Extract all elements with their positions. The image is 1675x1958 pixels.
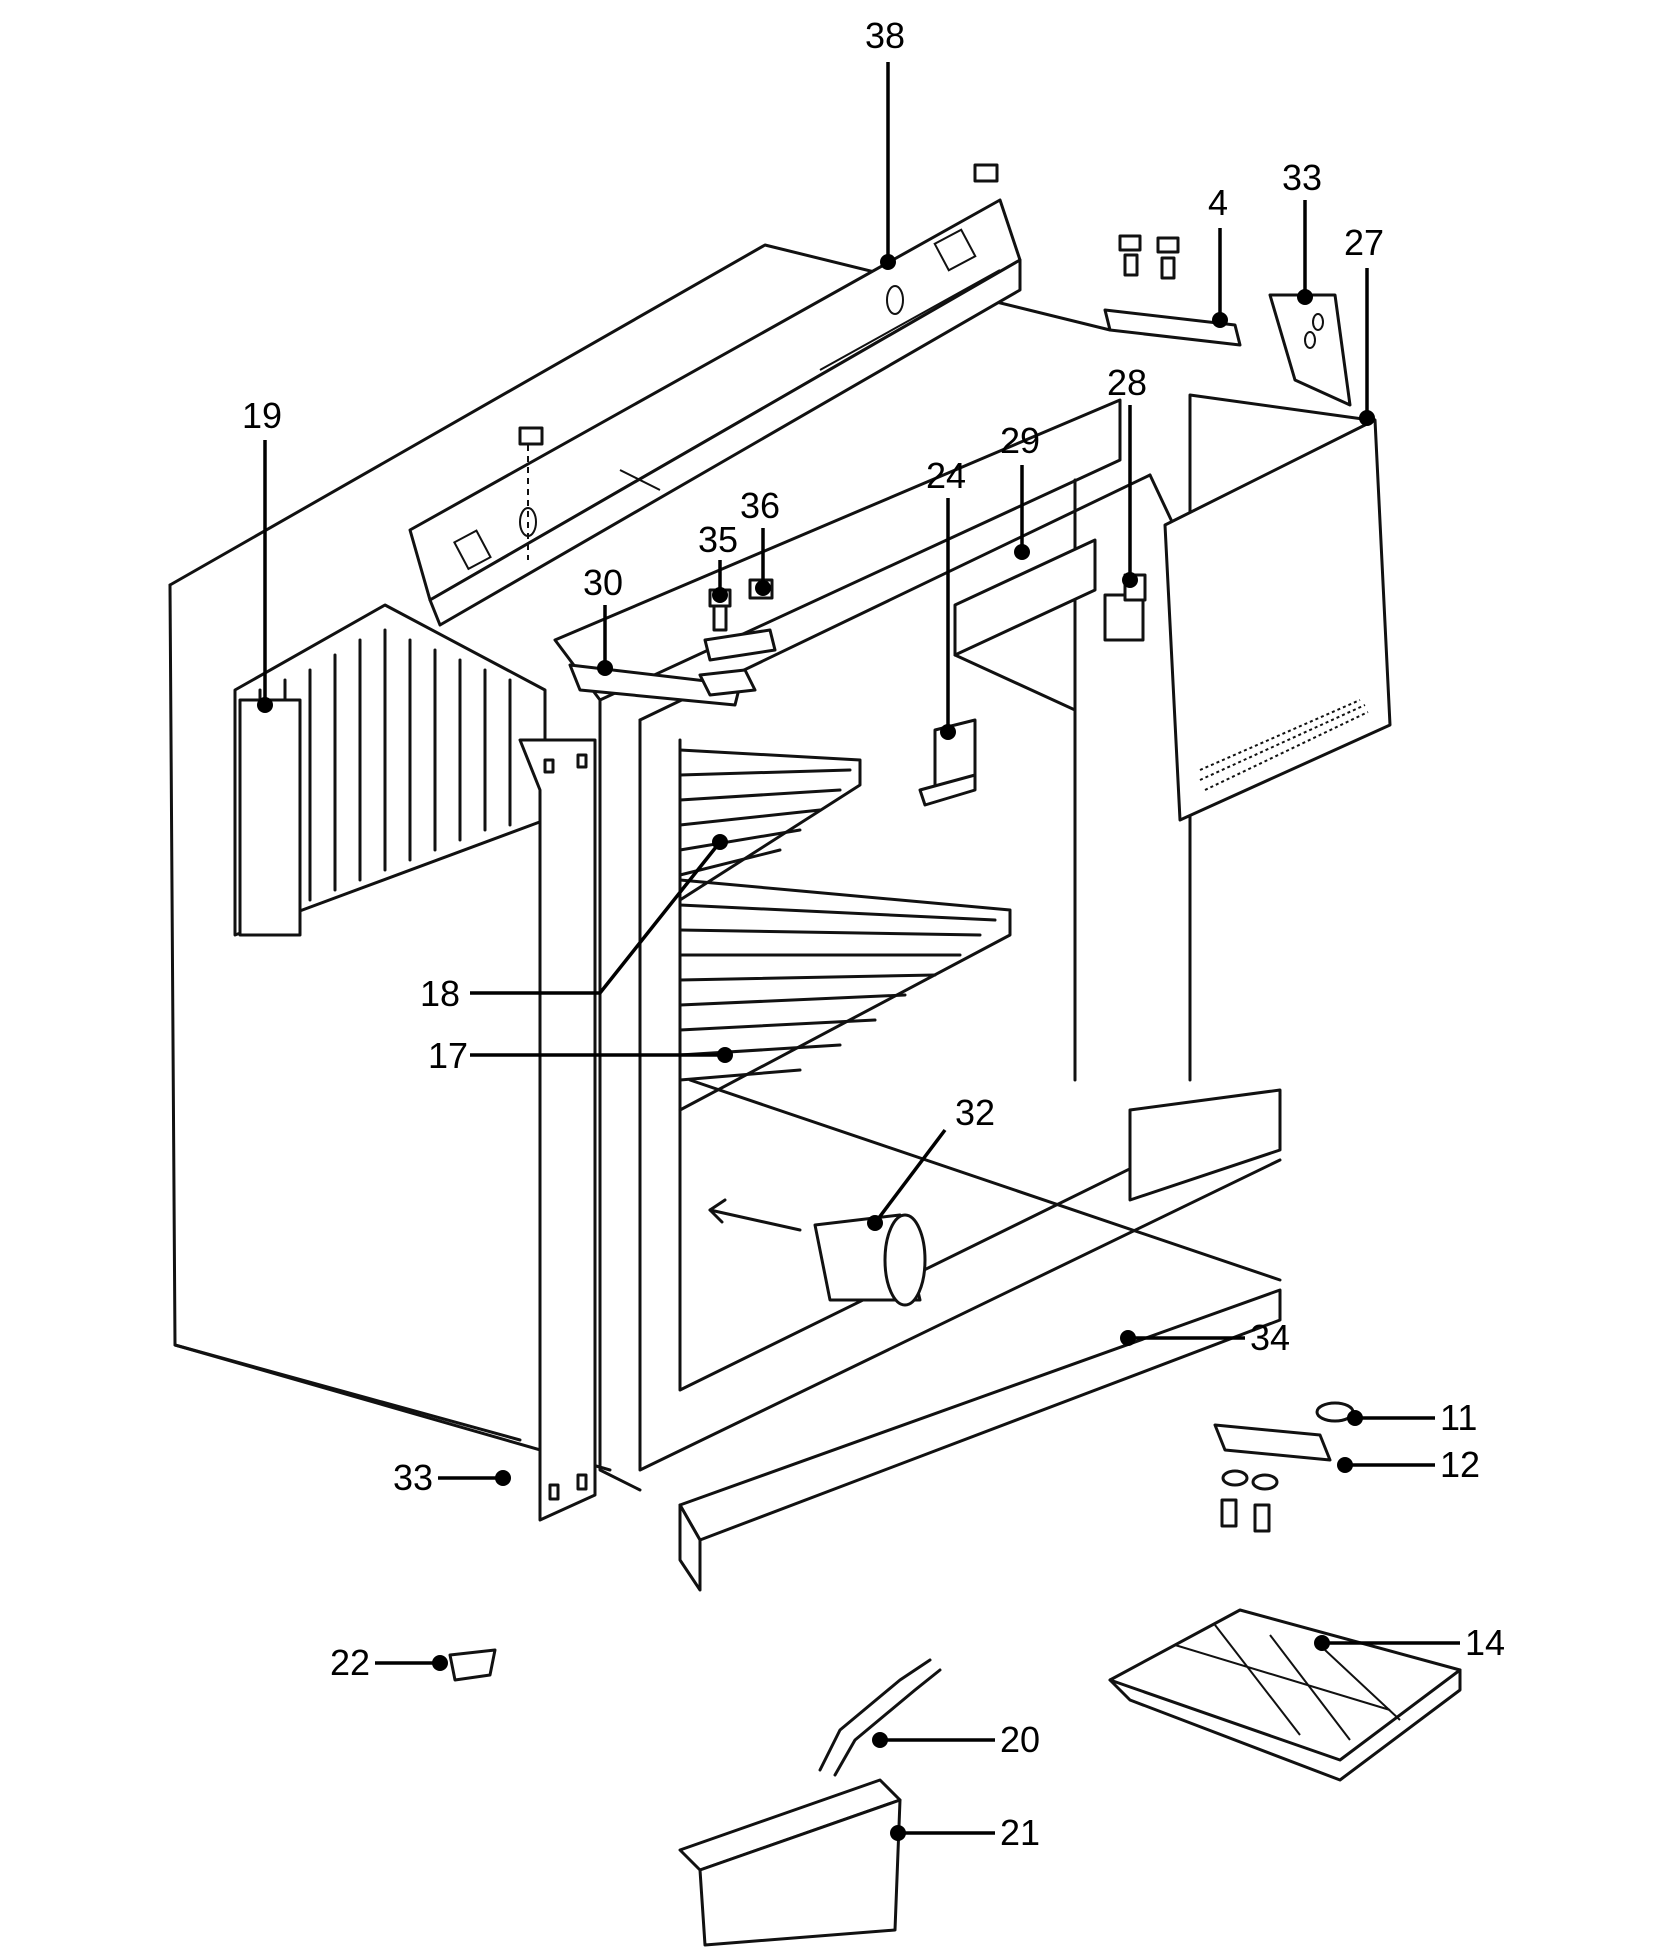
callout-27: 27 [1344, 222, 1384, 426]
callout-20: 20 [872, 1719, 1040, 1760]
label-33-top: 33 [1282, 157, 1322, 198]
label-34: 34 [1250, 1317, 1290, 1358]
callout-18: 18 [420, 834, 728, 1014]
label-24: 24 [926, 455, 966, 496]
label-28: 28 [1107, 362, 1147, 403]
callout-32: 32 [867, 1092, 995, 1231]
label-12: 12 [1440, 1444, 1480, 1485]
label-21: 21 [1000, 1812, 1040, 1853]
callout-35: 35 [698, 519, 738, 603]
small-cap-part [448, 1648, 497, 1682]
label-18: 18 [420, 973, 460, 1014]
label-35: 35 [698, 519, 738, 560]
door-latch [1103, 573, 1147, 642]
callout-21: 21 [890, 1812, 1040, 1853]
center-hinge-plate [568, 663, 757, 707]
callout-36: 36 [740, 485, 780, 596]
callout-29: 29 [1000, 420, 1040, 560]
label-38: 38 [865, 15, 905, 56]
lower-wire-shelf [678, 878, 1012, 1112]
callout-14: 14 [1314, 1622, 1505, 1663]
left-side-rail [518, 738, 597, 1522]
bottom-hinge-plate [1213, 1423, 1332, 1533]
callout-33-bottom: 33 [393, 1457, 511, 1498]
callout-24: 24 [926, 455, 966, 740]
callout-28: 28 [1107, 362, 1147, 588]
label-32: 32 [955, 1092, 995, 1133]
callout-19: 19 [242, 395, 282, 713]
label-30: 30 [583, 562, 623, 603]
label-33-bottom: 33 [393, 1457, 433, 1498]
top-hinge-plate [1103, 234, 1242, 347]
label-14: 14 [1465, 1622, 1505, 1663]
condenser-fins [233, 603, 547, 937]
callout-12: 12 [1337, 1444, 1480, 1485]
freezer-door [1163, 393, 1392, 822]
label-27: 27 [1344, 222, 1384, 263]
top-trim-panel [408, 198, 1022, 627]
ice-cube-tray [1108, 1608, 1462, 1782]
bottom-trim-strip [678, 1288, 1282, 1592]
callout-22: 22 [330, 1642, 448, 1683]
label-20: 20 [1000, 1719, 1040, 1760]
callout-33-top: 33 [1282, 157, 1322, 305]
drain-hose [818, 1658, 942, 1777]
drip-collector-box [678, 1778, 902, 1947]
label-29: 29 [1000, 420, 1040, 461]
trim-screw-left [518, 426, 544, 560]
label-22: 22 [330, 1642, 370, 1683]
label-11: 11 [1440, 1397, 1477, 1438]
callout-11: 11 [1347, 1397, 1477, 1438]
callout-34: 34 [1120, 1317, 1290, 1358]
callout-30: 30 [583, 562, 623, 676]
label-17: 17 [428, 1035, 468, 1076]
freezer-compartment [953, 538, 1097, 712]
label-19: 19 [242, 395, 282, 436]
right-side-rail-top [1268, 293, 1352, 407]
label-36: 36 [740, 485, 780, 526]
freezer-drip-tray [1128, 1088, 1282, 1202]
callout-38: 38 [865, 15, 905, 270]
refrigerator-cabinet [168, 243, 1282, 1492]
label-4: 4 [1208, 182, 1228, 223]
callout-4: 4 [1208, 182, 1228, 328]
trim-screw-right [973, 163, 999, 183]
drain-tube [708, 1198, 927, 1307]
callout-17: 17 [428, 1035, 733, 1076]
upper-wire-shelf [678, 748, 862, 902]
